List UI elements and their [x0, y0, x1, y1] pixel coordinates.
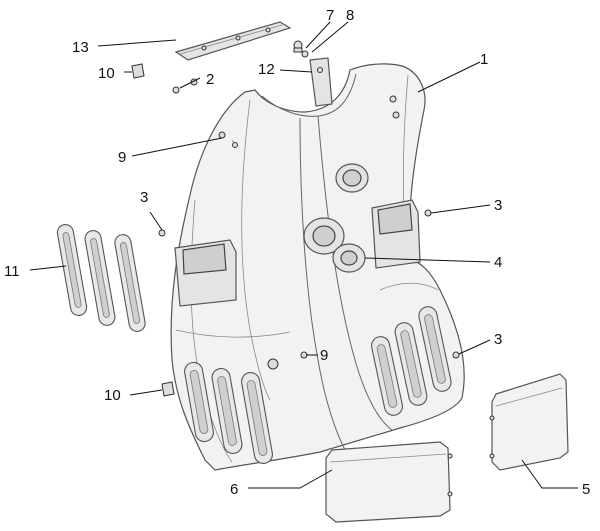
callout-12: 12: [258, 61, 275, 78]
callout-10-upper: 10: [98, 65, 115, 82]
screw-and-nut: [293, 40, 309, 58]
callout-4: 4: [494, 254, 502, 271]
upper-trim-strip: [174, 21, 292, 61]
callout-9-upper: 9: [118, 149, 126, 166]
retaining-clip-top: [131, 63, 145, 79]
callout-7: 7: [326, 7, 334, 24]
leader-lines: [29, 21, 578, 489]
callout-labels: 1 2 3 3 3 4 5 6 7 8 9 9 10 10 11 12 13: [4, 7, 590, 498]
vent-slots-left: [184, 361, 273, 464]
callout-3-right-upper: 3: [494, 197, 502, 214]
callout-3-right-lower: 3: [494, 331, 502, 348]
callout-6: 6: [230, 481, 238, 498]
retaining-clip-bottom: [161, 381, 175, 397]
callout-13: 13: [72, 39, 89, 56]
loose-grille-strips: [56, 224, 146, 332]
callout-1: 1: [480, 51, 488, 68]
callout-9-lower: 9: [320, 347, 328, 364]
center-bracket: [309, 57, 333, 107]
lower-cover-center: [325, 441, 453, 523]
callout-3-left: 3: [140, 189, 148, 206]
ignition-trim-ring: [332, 243, 366, 273]
callout-10-lower: 10: [104, 387, 121, 404]
lower-cover-right: [489, 373, 569, 471]
callout-11: 11: [4, 263, 20, 280]
callout-5: 5: [582, 481, 590, 498]
callout-8: 8: [346, 7, 354, 24]
vent-slots-right: [371, 306, 452, 416]
leg-shield-panel: [170, 63, 465, 471]
callout-2: 2: [206, 71, 214, 88]
